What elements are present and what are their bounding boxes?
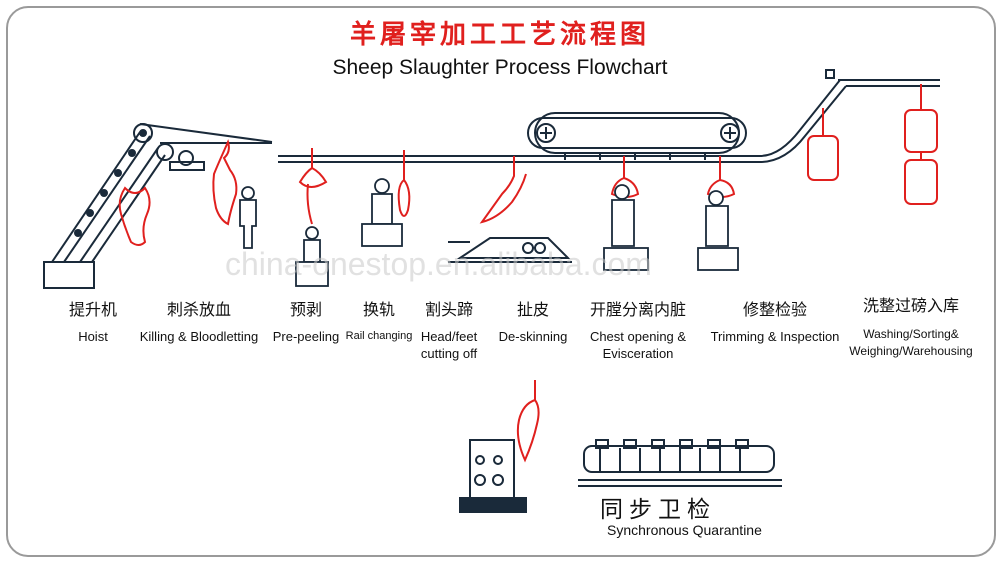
step-washing: 洗整过磅入库 Washing/Sorting& Weighing/Warehou…: [846, 292, 976, 360]
step-head-feet-en: Head/feet cutting off: [420, 329, 478, 361]
quarantine-label-cn: 同步卫检: [600, 497, 716, 523]
deskinning-machine: [448, 237, 572, 263]
chain-conveyor: [527, 112, 747, 160]
step-washing-cn: 洗整过磅入库: [862, 296, 959, 315]
step-trimming-en: Trimming & Inspection: [710, 329, 840, 344]
step-deskinning: 扯皮 De-skinning: [490, 296, 576, 345]
step-killing: 刺杀放血 Killing & Bloodletting: [130, 296, 268, 345]
step-deskinning-cn: 扯皮: [516, 300, 549, 319]
hoist-machine: [43, 123, 273, 289]
step-hoist-cn: 提升机: [68, 300, 117, 319]
step-hoist: 提升机 Hoist: [52, 296, 134, 345]
step-evisceration-en: Chest opening & Evisceration: [589, 329, 687, 361]
step-trimming: 修整检验 Trimming & Inspection: [706, 296, 844, 345]
title-english: Sheep Slaughter Process Flowchart: [332, 56, 668, 79]
watermark-text: china-onestop.en.alibaba.com: [225, 246, 652, 282]
step-killing-cn: 刺杀放血: [166, 300, 231, 319]
step-rail-changing-en: Rail changing: [345, 330, 413, 342]
step-trimming-cn: 修整检验: [742, 300, 807, 319]
step-head-feet-cn: 割头蹄: [424, 300, 473, 319]
quarantine-label-en: Synchronous Quarantine: [607, 522, 762, 538]
step-hoist-en: Hoist: [78, 329, 108, 344]
step-evisceration-cn: 开膛分离内脏: [589, 300, 686, 319]
quarantine-conveyor: [459, 439, 782, 513]
step-head-feet: 割头蹄 Head/feet cutting off: [414, 296, 484, 362]
step-killing-en: Killing & Bloodletting: [139, 329, 259, 344]
step-washing-en: Washing/Sorting& Weighing/Warehousing: [849, 327, 973, 358]
workers: [239, 178, 739, 287]
step-prepeeling: 预剥 Pre-peeling: [270, 296, 342, 345]
overhead-rail: [278, 69, 940, 163]
title-chinese: 羊屠宰加工工艺流程图: [349, 20, 650, 50]
step-rail-changing: 换轨 Rail changing: [344, 296, 414, 345]
step-deskinning-en: De-skinning: [498, 329, 568, 344]
step-prepeeling-en: Pre-peeling: [272, 329, 340, 344]
step-rail-changing-cn: 换轨: [362, 300, 395, 319]
step-evisceration: 开膛分离内脏 Chest opening & Evisceration: [576, 296, 700, 362]
step-prepeeling-cn: 预剥: [289, 300, 322, 319]
diagram-frame: [6, 6, 996, 557]
